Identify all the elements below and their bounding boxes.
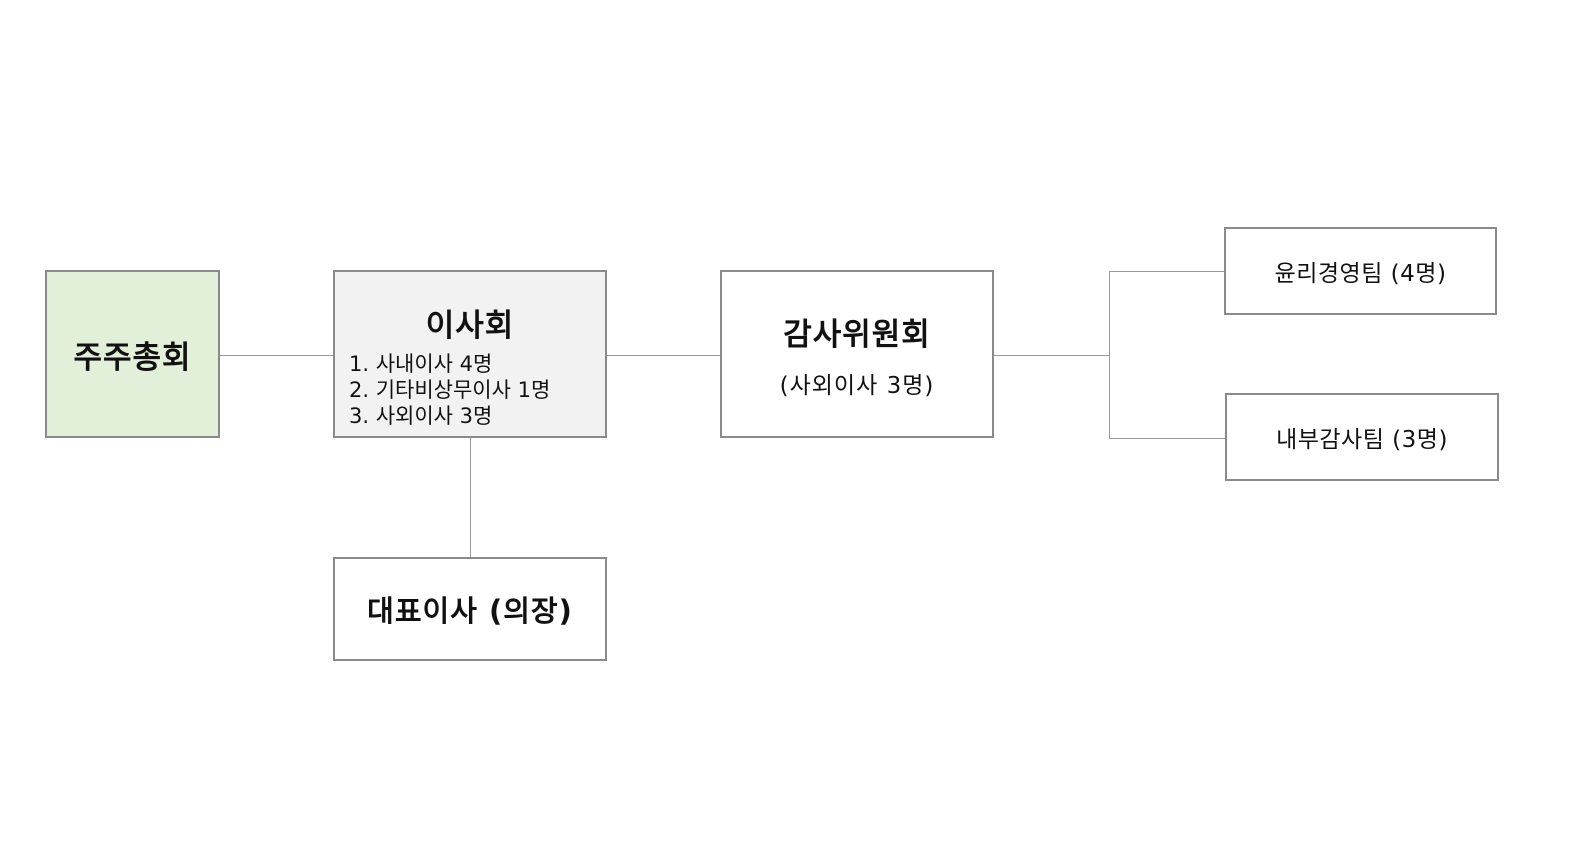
internal-audit-team-box: 내부감사팀 (3명) xyxy=(1225,393,1499,481)
board-item-inside-directors: 1. 사내이사 4명 xyxy=(349,352,493,376)
shareholders-meeting-box: 주주총회 xyxy=(45,270,220,438)
connector-audit-branch xyxy=(993,355,1110,356)
shareholders-meeting-label: 주주총회 xyxy=(73,339,192,376)
board-composition-list: 1. 사내이사 4명 2. 기타비상무이사 1명 3. 사외이사 3명 xyxy=(335,351,550,429)
internal-audit-team-label: 내부감사팀 (3명) xyxy=(1276,427,1448,453)
audit-committee-label: 감사위원회 xyxy=(783,316,931,353)
ethics-team-box: 윤리경영팀 (4명) xyxy=(1224,227,1497,315)
connector-branch-ethics xyxy=(1109,271,1225,272)
connector-shareholders-board xyxy=(219,355,334,356)
audit-committee-box: 감사위원회 (사외이사 3명) xyxy=(720,270,994,438)
connector-board-audit xyxy=(606,355,722,356)
ceo-box: 대표이사 (의장) xyxy=(333,557,607,661)
board-of-directors-box: 이사회 1. 사내이사 4명 2. 기타비상무이사 1명 3. 사외이사 3명 xyxy=(333,270,607,438)
connector-board-ceo xyxy=(470,437,471,558)
board-item-outside-directors: 3. 사외이사 3명 xyxy=(349,404,493,428)
connector-branch-internal-audit xyxy=(1109,438,1226,439)
audit-committee-sub-label: (사외이사 3명) xyxy=(779,372,935,399)
board-item-non-executive-directors: 2. 기타비상무이사 1명 xyxy=(349,378,551,402)
ceo-label: 대표이사 (의장) xyxy=(367,594,573,628)
ethics-team-label: 윤리경영팀 (4명) xyxy=(1274,261,1447,287)
connector-branch-vertical xyxy=(1109,271,1110,438)
board-of-directors-label: 이사회 xyxy=(425,308,515,344)
